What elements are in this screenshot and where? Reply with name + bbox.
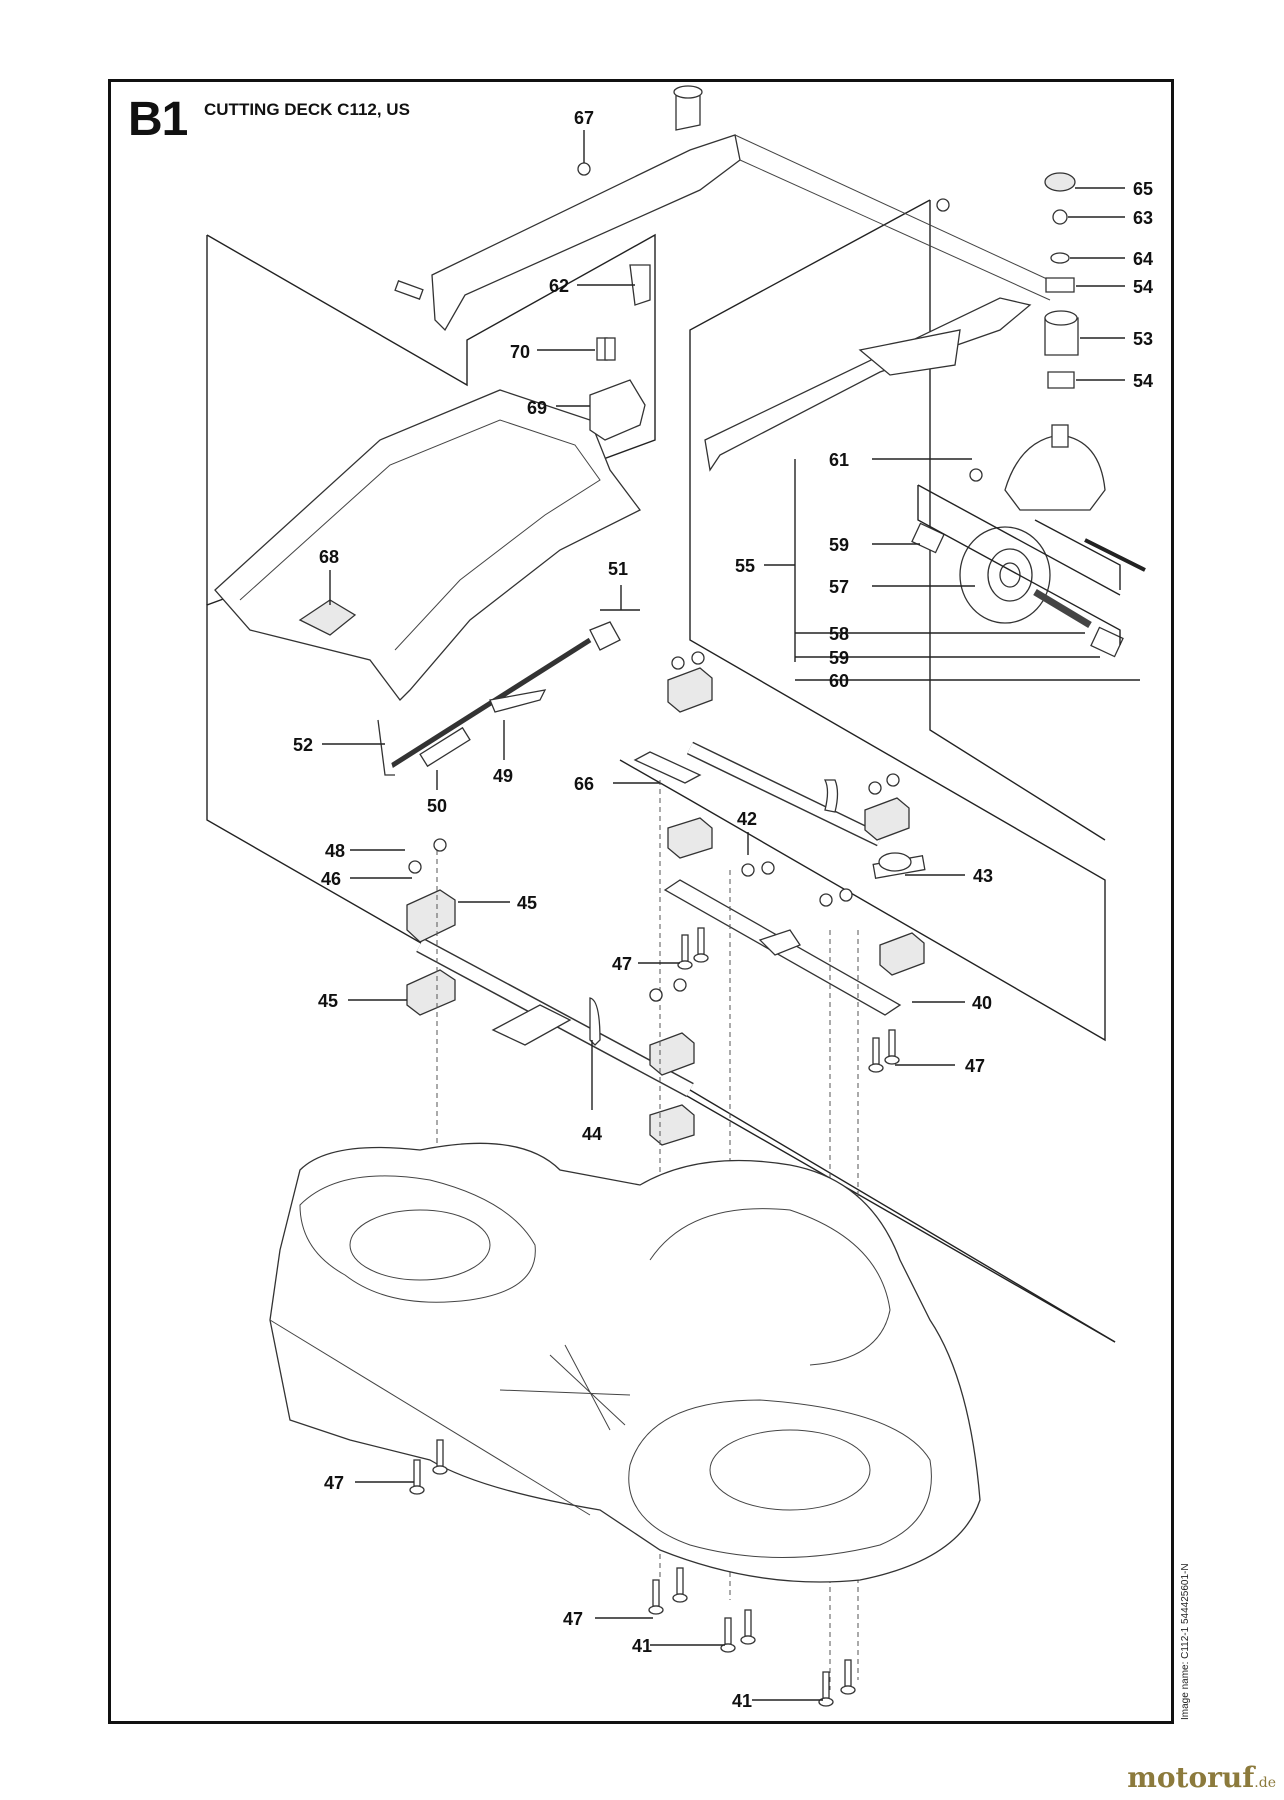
rear-hanger-shaft: [633, 741, 926, 879]
callout-50: 50: [427, 796, 447, 816]
callout-47a: 47: [612, 954, 632, 974]
leader-lines: [322, 130, 1140, 1701]
small-brackets: [394, 264, 651, 441]
bolts: [408, 162, 900, 1707]
section-code: B1: [128, 93, 188, 146]
callout-54b: 54: [1133, 371, 1153, 391]
callout-54a: 54: [1133, 277, 1153, 297]
adjustment-rod: [377, 621, 621, 776]
right-lift-arm: [704, 297, 1032, 472]
caster-wheel-assembly: [911, 172, 1146, 658]
assembly-outline-right: [619, 199, 1106, 1042]
callout-65: 65: [1133, 179, 1153, 199]
callout-47b: 47: [965, 1056, 985, 1076]
callout-47d: 47: [563, 1609, 583, 1629]
callout-41b: 41: [732, 1691, 752, 1711]
watermark-logo: motoruf.de: [1127, 1761, 1276, 1794]
cutting-deck-shell: [269, 1142, 981, 1583]
callout-58: 58: [829, 624, 849, 644]
bearing-blocks: [406, 667, 925, 1146]
diagram-frame: [108, 79, 1174, 1724]
callout-68: 68: [319, 547, 339, 567]
callout-70: 70: [510, 342, 530, 362]
assembly-outline-left: [206, 233, 1116, 1343]
callout-57: 57: [829, 577, 849, 597]
callout-60: 60: [829, 671, 849, 691]
upper-lift-arm: [431, 85, 1061, 332]
callout-40: 40: [972, 993, 992, 1013]
callout-69: 69: [527, 398, 547, 418]
callout-66: 66: [574, 774, 594, 794]
front-hanger-bar: [663, 879, 902, 1016]
callout-43: 43: [973, 866, 993, 886]
callout-52: 52: [293, 735, 313, 755]
deck-hanger-frame: [214, 389, 641, 701]
callout-42: 42: [737, 809, 757, 829]
callout-45b: 45: [318, 991, 338, 1011]
callout-44: 44: [582, 1124, 602, 1144]
callout-63: 63: [1133, 208, 1153, 228]
callout-61: 61: [829, 450, 849, 470]
callout-51: 51: [608, 559, 628, 579]
callout-41a: 41: [632, 1636, 652, 1656]
callout-49: 49: [493, 766, 513, 786]
page-title: CUTTING DECK C112, US: [204, 100, 410, 119]
callout-64: 64: [1133, 249, 1153, 269]
callout-55: 55: [735, 556, 755, 576]
callout-62: 62: [549, 276, 569, 296]
callout-labels: 67 62 70 69 68 65 63 64 54 53 54 61 55 5…: [293, 108, 1153, 1711]
callout-46: 46: [321, 869, 341, 889]
callout-45a: 45: [517, 893, 537, 913]
callout-48: 48: [325, 841, 345, 861]
callout-67: 67: [574, 108, 594, 128]
front-shaft: [416, 937, 1116, 1343]
callout-59a: 59: [829, 535, 849, 555]
callout-47c: 47: [324, 1473, 344, 1493]
callout-59b: 59: [829, 648, 849, 668]
callout-53: 53: [1133, 329, 1153, 349]
